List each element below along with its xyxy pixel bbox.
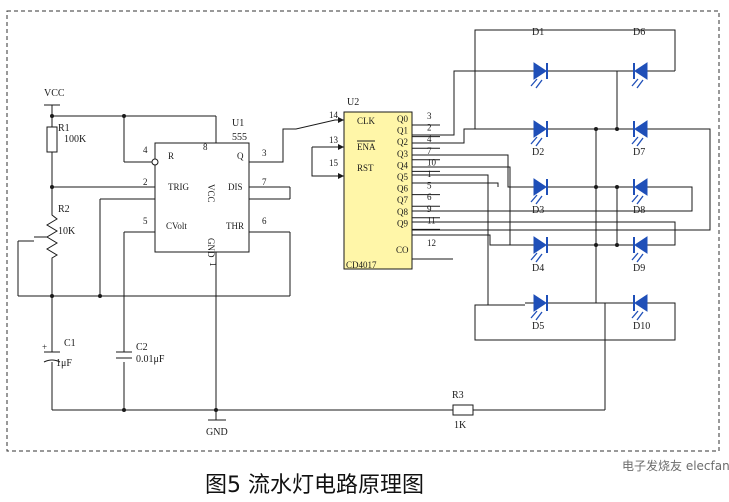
u2-pin-rst: RST [357, 163, 374, 173]
capacitor-c2 [116, 351, 132, 359]
r2-name: R2 [58, 204, 70, 215]
u2-pinnum-11: 11 [427, 215, 436, 225]
led-d2: D2 [525, 120, 555, 158]
u1-pin-gnd: GND [206, 238, 216, 258]
led-d9: D9 [626, 236, 656, 274]
u1-pin-1: 1 [208, 262, 218, 267]
led-label-d8: D8 [633, 205, 645, 216]
u2-pin-ena: ENA [357, 142, 376, 152]
r1-name: R1 [58, 123, 70, 134]
led-d10: D10 [626, 294, 656, 332]
u2-pinnum-3: 3 [427, 111, 432, 121]
u2-pinnum-1: 1 [427, 169, 432, 179]
led-d6: D6 [626, 27, 656, 89]
r3-value: 1K [454, 420, 467, 431]
u1-body [154, 142, 250, 253]
u2-pin-co: CO [396, 245, 409, 255]
u2-pin-q1: Q1 [397, 126, 408, 136]
led-d5: D5 [525, 294, 555, 332]
gnd-label: GND [206, 427, 228, 438]
u2-pinnum-10: 10 [427, 157, 437, 167]
led-label-d1: D1 [532, 27, 544, 38]
c2-value: 0.01μF [136, 354, 165, 365]
led-label-d2: D2 [532, 147, 544, 158]
c2-name: C2 [136, 342, 148, 353]
u2-pin-q7: Q7 [397, 195, 408, 205]
u2-pinnum-4: 4 [427, 134, 432, 144]
u2-pinnum-2: 2 [427, 123, 432, 133]
junction-dots [50, 114, 619, 412]
u2-pin-q5: Q5 [397, 172, 408, 182]
led-d3: D3 [525, 178, 555, 216]
u1-part: 555 [232, 132, 247, 143]
u1-pin-trig: TRIG [168, 182, 189, 192]
figure-caption: 图5 流水灯电路原理图 [205, 473, 424, 498]
u1-pin-thr: THR [226, 221, 244, 231]
led-d1: D1 [525, 27, 555, 89]
led-label-d6: D6 [633, 27, 645, 38]
u2-body [343, 111, 413, 270]
capacitor-c1: + [42, 342, 61, 363]
led-d8: D8 [626, 178, 656, 216]
vcc-label: VCC [44, 88, 65, 99]
u1-reset-bubble [151, 158, 159, 166]
u2-pin-q2: Q2 [397, 137, 408, 147]
schematic-border [6, 10, 720, 452]
u2-pin-q3: Q3 [397, 149, 408, 159]
led-label-d5: D5 [532, 321, 544, 332]
u1-pinnum-5: 5 [143, 216, 148, 226]
u1-pinnum-3: 3 [262, 148, 267, 158]
u2-co-pin: 12 [427, 238, 436, 248]
r2-value: 10K [58, 226, 76, 237]
u2-pinnum-9: 9 [427, 204, 432, 214]
u2-pinnum-5: 5 [427, 181, 432, 191]
led-label-d10: D10 [633, 321, 650, 332]
watermark: 电子发烧友 elecfans.com [622, 458, 729, 473]
u1-pin-r: R [168, 151, 174, 161]
u2-pin-q6: Q6 [397, 184, 408, 194]
resistor-r3 [452, 404, 474, 416]
u1-pin-dis: DIS [228, 182, 243, 192]
u2-pin-q9: Q9 [397, 218, 408, 228]
u2-lpin-13: 13 [329, 135, 339, 145]
u2-pinnum-7: 7 [427, 146, 432, 156]
c1-name: C1 [64, 338, 76, 349]
led-label-d3: D3 [532, 205, 544, 216]
led-label-d9: D9 [633, 263, 645, 274]
u1-pinnum-2: 2 [143, 177, 148, 187]
led-label-d4: D4 [532, 263, 544, 274]
c1-value: 1μF [56, 358, 72, 369]
led-d4: D4 [525, 236, 555, 274]
u1-pinnum-8: 8 [203, 142, 208, 152]
u2-part: CD4017 [346, 260, 377, 270]
led-label-d7: D7 [633, 147, 645, 158]
u2-pin-q8: Q8 [397, 207, 408, 217]
u2-lpin-14: 14 [329, 110, 339, 120]
u2-pin-clk: CLK [357, 116, 376, 126]
clock-wire [249, 117, 344, 179]
r3-name: R3 [452, 390, 464, 401]
u1-ref: U1 [232, 118, 244, 129]
u1-pinnum-4: 4 [143, 145, 148, 155]
svg-text:+: + [42, 342, 47, 352]
u2-pinnum-6: 6 [427, 192, 432, 202]
u1-pin-cvolt: CVolt [166, 221, 187, 231]
u1-pin-q: Q [237, 151, 244, 161]
u2-lpin-15: 15 [329, 158, 339, 168]
resistor-r1 [46, 126, 58, 153]
u2-ref: U2 [347, 97, 359, 108]
u1-pinnum-6: 6 [262, 216, 267, 226]
led-d7: D7 [626, 120, 656, 158]
u1-pinnum-7: 7 [262, 177, 267, 187]
resistor-r2 [46, 187, 58, 296]
u2-pin-q0: Q0 [397, 114, 408, 124]
u1-pin-vcc: VCC [206, 184, 216, 203]
r1-value: 100K [64, 134, 87, 145]
u2-pin-q4: Q4 [397, 160, 408, 170]
led-array-wires [412, 29, 711, 410]
